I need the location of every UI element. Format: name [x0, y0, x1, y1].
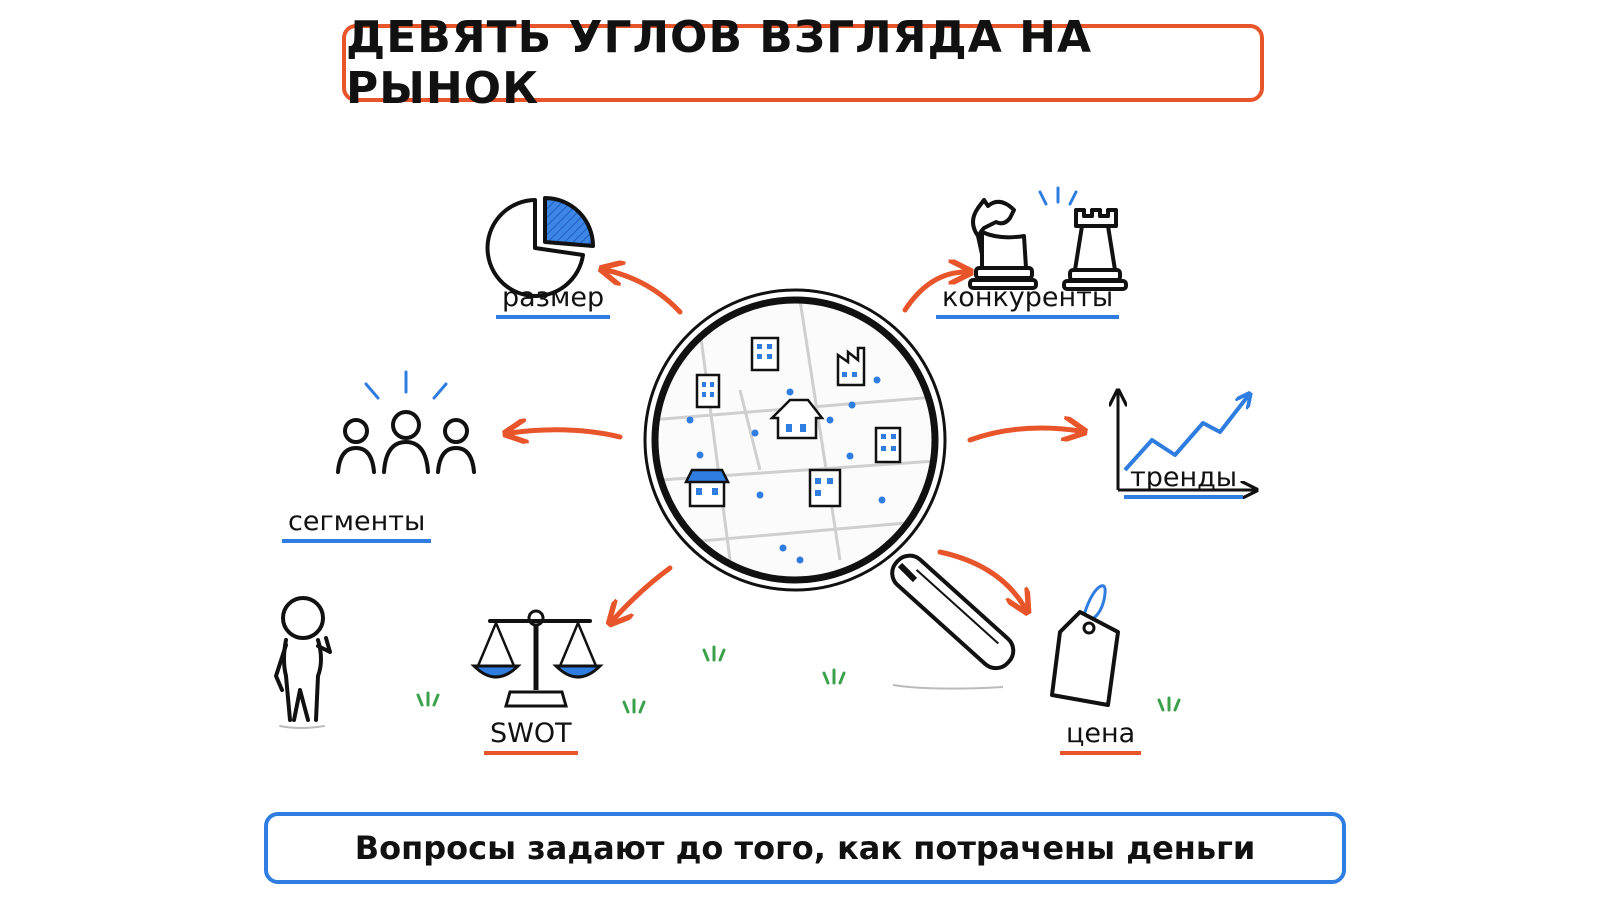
people-spark-icon [364, 370, 448, 400]
title-box: ДЕВЯТЬ УГЛОВ ВЗГЛЯДА НА РЫНОК [342, 12, 1264, 114]
people-icon [336, 410, 476, 474]
arrow-to-swot [613, 565, 673, 620]
arrow-to-competitors [902, 272, 966, 313]
scales-icon [470, 609, 604, 708]
direction-arrows [510, 270, 1080, 620]
label-competitors-text: конкуренты [936, 282, 1120, 319]
footer-box: Вопросы задают до того, как потрачены де… [264, 812, 1346, 884]
footer-caption: Вопросы задают до того, как потрачены де… [354, 829, 1256, 867]
arrow-to-price [937, 549, 1025, 608]
label-segments-text: сегменты [282, 506, 432, 543]
label-trends: тренды [1124, 462, 1244, 499]
spark-lines-icon [1038, 186, 1078, 206]
label-price: цена [1060, 718, 1142, 755]
page-title: ДЕВЯТЬ УГЛОВ ВЗГЛЯДА НА РЫНОК [346, 12, 1092, 114]
label-swot: SWOT [484, 718, 578, 755]
label-size-text: размер [496, 282, 611, 319]
grass-tufts [416, 645, 1181, 714]
label-swot-text: SWOT [484, 718, 578, 755]
chess-pieces-icon [968, 198, 1128, 291]
magnifier-icon [643, 288, 1016, 690]
label-trends-text: тренды [1124, 462, 1244, 499]
label-competitors: конкуренты [936, 282, 1120, 319]
label-size: размер [496, 282, 611, 319]
label-price-text: цена [1060, 718, 1142, 755]
arrow-to-size [606, 270, 683, 315]
thinking-person-icon [274, 596, 332, 729]
price-tag-icon [1050, 584, 1120, 707]
label-segments: сегменты [282, 506, 432, 543]
arrow-to-segments [510, 430, 623, 437]
pie-chart-icon [485, 196, 595, 298]
arrow-to-trends [967, 428, 1080, 440]
trend-chart-icon [1118, 392, 1255, 490]
